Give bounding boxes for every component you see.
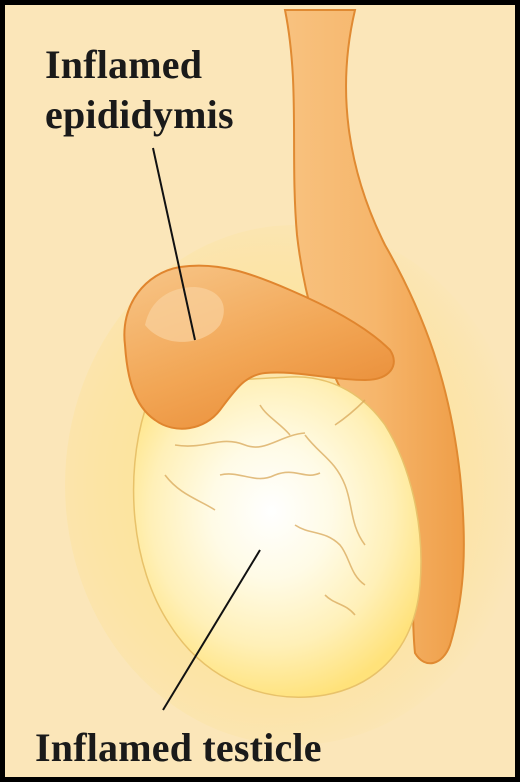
- epididymis-label-line1: Inflamed: [45, 45, 202, 85]
- epididymis-label-line2: epididymis: [45, 95, 234, 135]
- testicle-label: Inflamed testicle: [35, 728, 322, 768]
